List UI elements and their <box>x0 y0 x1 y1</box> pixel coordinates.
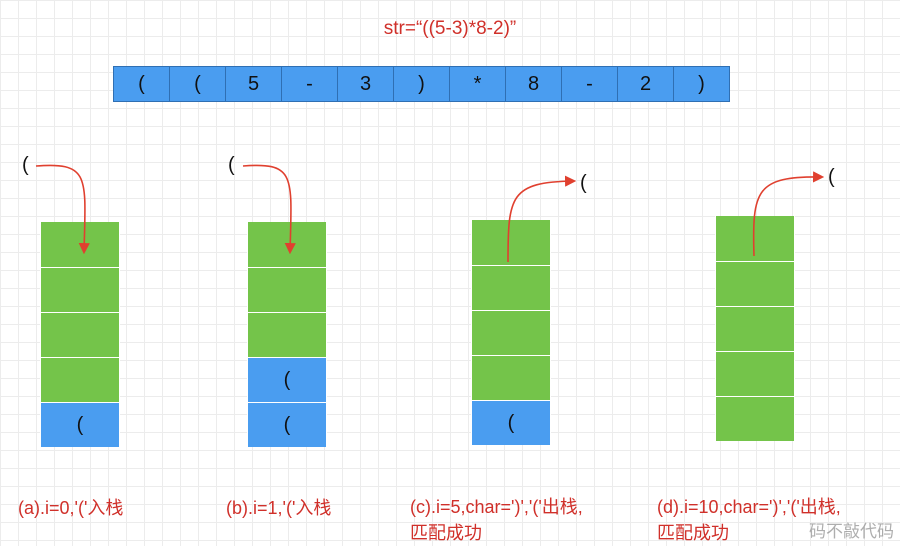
stack-slot <box>715 396 795 441</box>
string-cell: ) <box>673 66 730 102</box>
string-cell: ) <box>393 66 450 102</box>
string-cell: * <box>449 66 506 102</box>
stack-slot <box>40 267 120 312</box>
stack-slot: ( <box>247 402 327 447</box>
stack-slot <box>471 355 551 400</box>
stack-slot <box>40 312 120 357</box>
string-cell: 2 <box>617 66 674 102</box>
watermark: 码不敲代码 <box>809 522 894 541</box>
stack-slot <box>715 261 795 306</box>
panel-a-stack: ( <box>40 222 120 447</box>
panel-a-floating-char: ( <box>22 154 29 176</box>
panel-b-caption: (b).i=1,'('入栈 <box>226 495 331 521</box>
caption-line: 匹配成功 <box>657 523 729 543</box>
panel-b-floating-char: ( <box>228 154 235 176</box>
stack-slot <box>471 265 551 310</box>
panel-d-caption: (d).i=10,char=')','('出栈, 匹配成功 <box>657 494 841 546</box>
stack-slot: ( <box>471 400 551 445</box>
pop-arrow-c <box>507 175 577 263</box>
stack-slot <box>247 267 327 312</box>
pop-arrow-d <box>752 171 825 257</box>
panel-d-floating-char: ( <box>828 166 835 188</box>
stack-slot <box>471 220 551 265</box>
panel-c-caption: (c).i=5,char=')','('出栈, 匹配成功 <box>410 494 583 546</box>
panel-d-stack <box>715 216 795 441</box>
stack-slot <box>247 312 327 357</box>
string-title: str=“((5-3)*8-2)” <box>383 18 517 39</box>
caption-line: (b).i=1,'('入栈 <box>226 498 332 518</box>
stack-slot: ( <box>40 402 120 447</box>
panel-a-caption: (a).i=0,'('入栈 <box>18 495 123 521</box>
stack-slot <box>40 357 120 402</box>
panel-c-floating-char: ( <box>580 172 587 194</box>
caption-line: (c).i=5,char=')','('出栈, <box>410 497 583 517</box>
caption-line: (d).i=10,char=')','('出栈, <box>657 497 841 517</box>
string-cells-row: ( ( 5 - 3 ) * 8 - 2 ) <box>113 66 730 102</box>
stack-slot <box>471 310 551 355</box>
push-arrow-b <box>242 164 296 255</box>
string-cell: 3 <box>337 66 394 102</box>
caption-line: 匹配成功 <box>410 523 482 543</box>
stack-slot: ( <box>247 357 327 402</box>
push-arrow-a <box>35 164 90 255</box>
string-cell: - <box>281 66 338 102</box>
string-cell: - <box>561 66 618 102</box>
string-cell: 5 <box>225 66 282 102</box>
panel-c-stack: ( <box>471 220 551 445</box>
stack-slot <box>715 306 795 351</box>
stack-slot <box>715 351 795 396</box>
caption-line: (a).i=0,'('入栈 <box>18 498 124 518</box>
stack-slot <box>715 216 795 261</box>
